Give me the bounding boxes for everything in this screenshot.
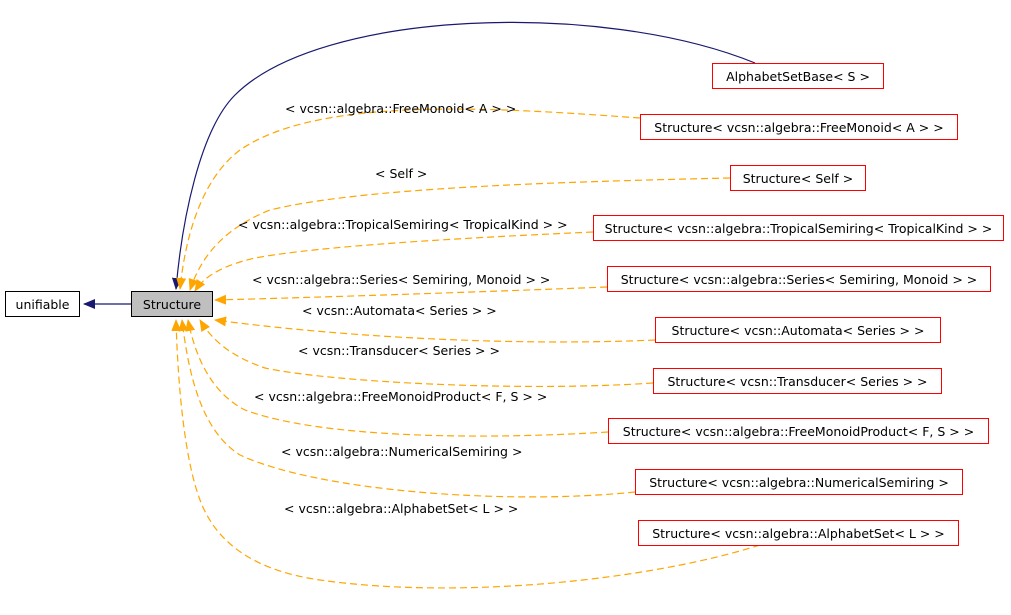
node-structure-automata[interactable]: Structure< vcsn::Automata< Series > > — [655, 317, 941, 343]
edge-label-self: < Self > — [375, 166, 428, 181]
node-structure-free-monoid-product[interactable]: Structure< vcsn::algebra::FreeMonoidProd… — [608, 418, 989, 444]
edge-label-free-monoid: < vcsn::algebra::FreeMonoid< A > > — [285, 101, 517, 116]
node-unifiable[interactable]: unifiable — [5, 291, 80, 317]
edge-label-free-monoid-product: < vcsn::algebra::FreeMonoidProduct< F, S… — [254, 389, 548, 404]
edge-alphabet-set — [171, 319, 761, 589]
node-structure-numerical[interactable]: Structure< vcsn::algebra::NumericalSemir… — [635, 469, 963, 495]
node-structure: Structure — [131, 291, 213, 317]
edge-tropical — [194, 231, 594, 292]
edge-label-automata: < vcsn::Automata< Series > > — [302, 303, 497, 318]
node-structure-self[interactable]: Structure< Self > — [730, 165, 866, 191]
edge-free-monoid — [176, 108, 641, 290]
node-structure-free-monoid[interactable]: Structure< vcsn::algebra::FreeMonoid< A … — [640, 114, 958, 140]
edge-self — [188, 177, 731, 291]
edge-transducer — [199, 319, 654, 388]
edge-series — [214, 286, 608, 305]
edge-label-transducer: < vcsn::Transducer< Series > > — [298, 343, 500, 358]
node-structure-transducer[interactable]: Structure< vcsn::Transducer< Series > > — [653, 368, 942, 394]
edge-alphabetsetbase-to-structure — [171, 21, 756, 290]
edge-label-alphabet-set: < vcsn::algebra::AlphabetSet< L > > — [284, 501, 519, 516]
node-structure-alphabet-set[interactable]: Structure< vcsn::algebra::AlphabetSet< L… — [638, 520, 959, 546]
node-structure-tropical[interactable]: Structure< vcsn::algebra::TropicalSemiri… — [593, 215, 1004, 241]
node-alphabet-set-base[interactable]: AlphabetSetBase< S > — [712, 63, 884, 89]
node-structure-series[interactable]: Structure< vcsn::algebra::Series< Semiri… — [607, 266, 991, 292]
edge-automata — [214, 316, 656, 343]
edge-label-numerical: < vcsn::algebra::NumericalSemiring > — [281, 444, 523, 459]
edge-numerical — [178, 319, 636, 498]
edge-label-series: < vcsn::algebra::Series< Semiring, Monoi… — [252, 272, 551, 287]
edge-label-tropical: < vcsn::algebra::TropicalSemiring< Tropi… — [238, 217, 568, 232]
